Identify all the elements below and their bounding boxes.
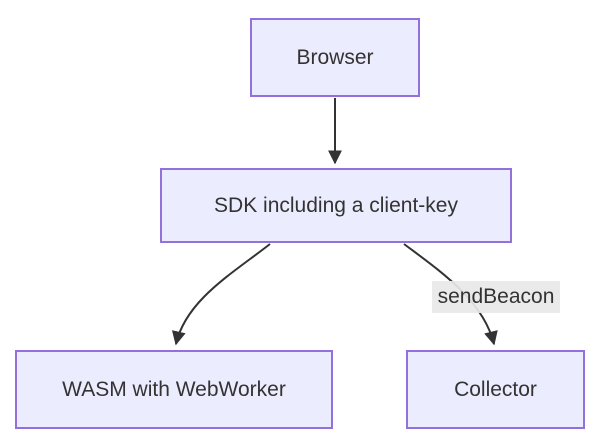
node-browser-label: Browser xyxy=(296,45,374,69)
node-sdk: SDK including a client-key xyxy=(160,168,512,243)
edge-sdk-to-wasm-arrow xyxy=(171,243,271,346)
node-browser: Browser xyxy=(250,18,420,97)
node-collector-label: Collector xyxy=(454,377,537,401)
edge-label-sendbeacon-text: sendBeacon xyxy=(437,285,555,308)
node-collector: Collector xyxy=(406,350,585,429)
node-wasm-label: WASM with WebWorker xyxy=(62,377,286,401)
edge-label-sendbeacon: sendBeacon xyxy=(432,281,560,313)
node-wasm: WASM with WebWorker xyxy=(15,350,333,429)
node-sdk-label: SDK including a client-key xyxy=(214,193,458,217)
